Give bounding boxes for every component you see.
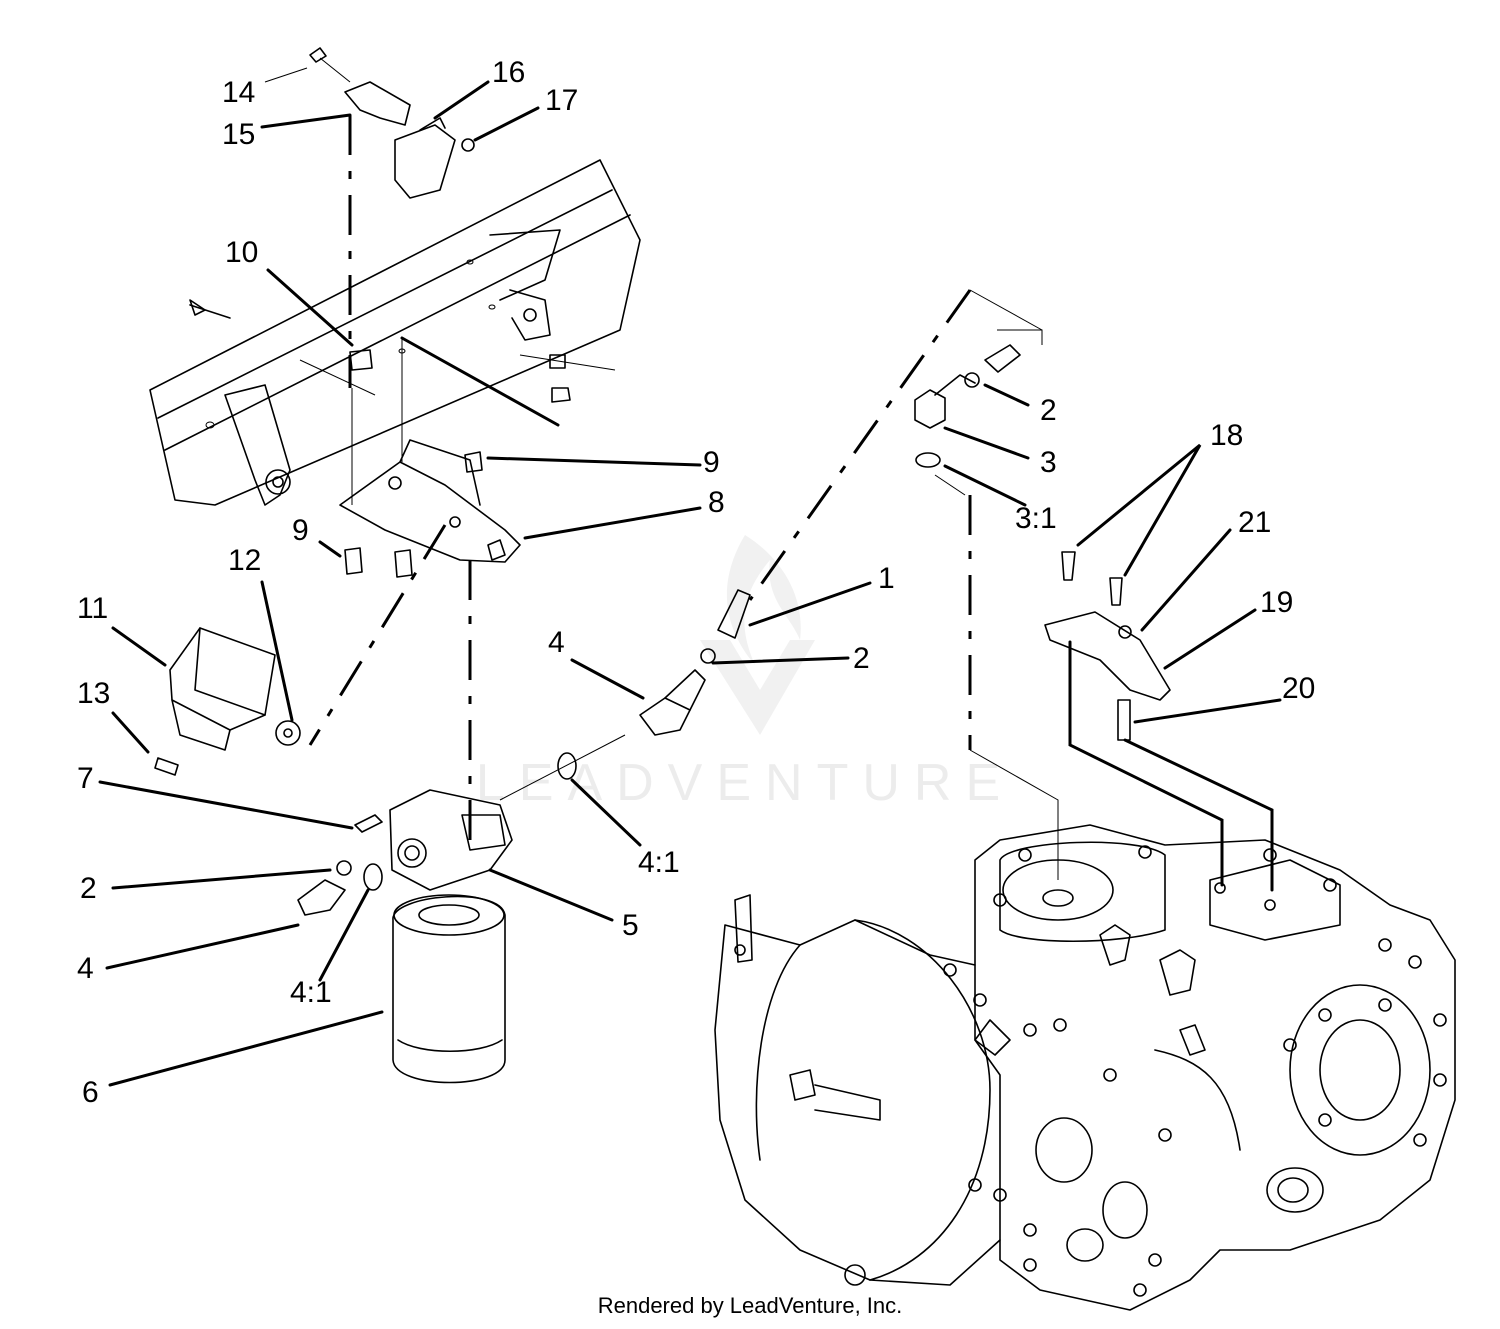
filter-assembly <box>297 589 751 1084</box>
callout-labels: 14 16 17 15 10 9 8 9 12 11 13 7 2 4 4:1 … <box>77 56 1315 1109</box>
callout-4-center: 4 <box>548 626 565 659</box>
watermark-text: LEADVENTURE <box>476 754 1014 812</box>
callout-15: 15 <box>222 118 255 151</box>
watermark-logo <box>700 535 815 735</box>
callout-20: 20 <box>1282 672 1315 705</box>
callout-17: 17 <box>545 84 578 117</box>
callout-7: 7 <box>77 762 94 795</box>
render-credit: Rendered by LeadVenture, Inc. <box>598 1293 903 1318</box>
callout-4-left: 4 <box>77 952 94 985</box>
frame-rail <box>149 159 641 506</box>
callout-16: 16 <box>492 56 525 89</box>
callout-12: 12 <box>228 544 261 577</box>
callout-2-center: 2 <box>853 642 870 675</box>
transaxle-bracket <box>1044 551 1171 741</box>
callout-3-1: 3:1 <box>1015 502 1057 535</box>
callout-21: 21 <box>1238 506 1271 539</box>
callout-18: 18 <box>1210 419 1243 452</box>
callout-14: 14 <box>222 76 255 109</box>
callout-5: 5 <box>622 909 639 942</box>
callout-4-1-center: 4:1 <box>638 846 680 879</box>
callout-6: 6 <box>82 1076 99 1109</box>
assembly-lines <box>308 115 1274 892</box>
callout-9-top: 9 <box>703 446 720 479</box>
callout-8: 8 <box>708 486 725 519</box>
control-module <box>154 627 301 776</box>
callout-9-bottom: 9 <box>292 514 309 547</box>
leader-lines <box>98 67 1282 1087</box>
mounting-plate <box>339 439 521 578</box>
callout-11: 11 <box>77 592 108 625</box>
hydraulic-fittings <box>914 329 1043 468</box>
callout-10: 10 <box>225 236 258 269</box>
callout-4-1-left: 4:1 <box>290 976 332 1009</box>
callout-2-left: 2 <box>80 872 97 905</box>
callout-19: 19 <box>1260 586 1293 619</box>
callout-3: 3 <box>1040 446 1057 479</box>
callout-1: 1 <box>878 562 895 595</box>
callout-2-right: 2 <box>1040 394 1057 427</box>
callout-13: 13 <box>77 677 110 710</box>
transaxle <box>714 824 1456 1311</box>
relay-assembly <box>309 47 475 199</box>
